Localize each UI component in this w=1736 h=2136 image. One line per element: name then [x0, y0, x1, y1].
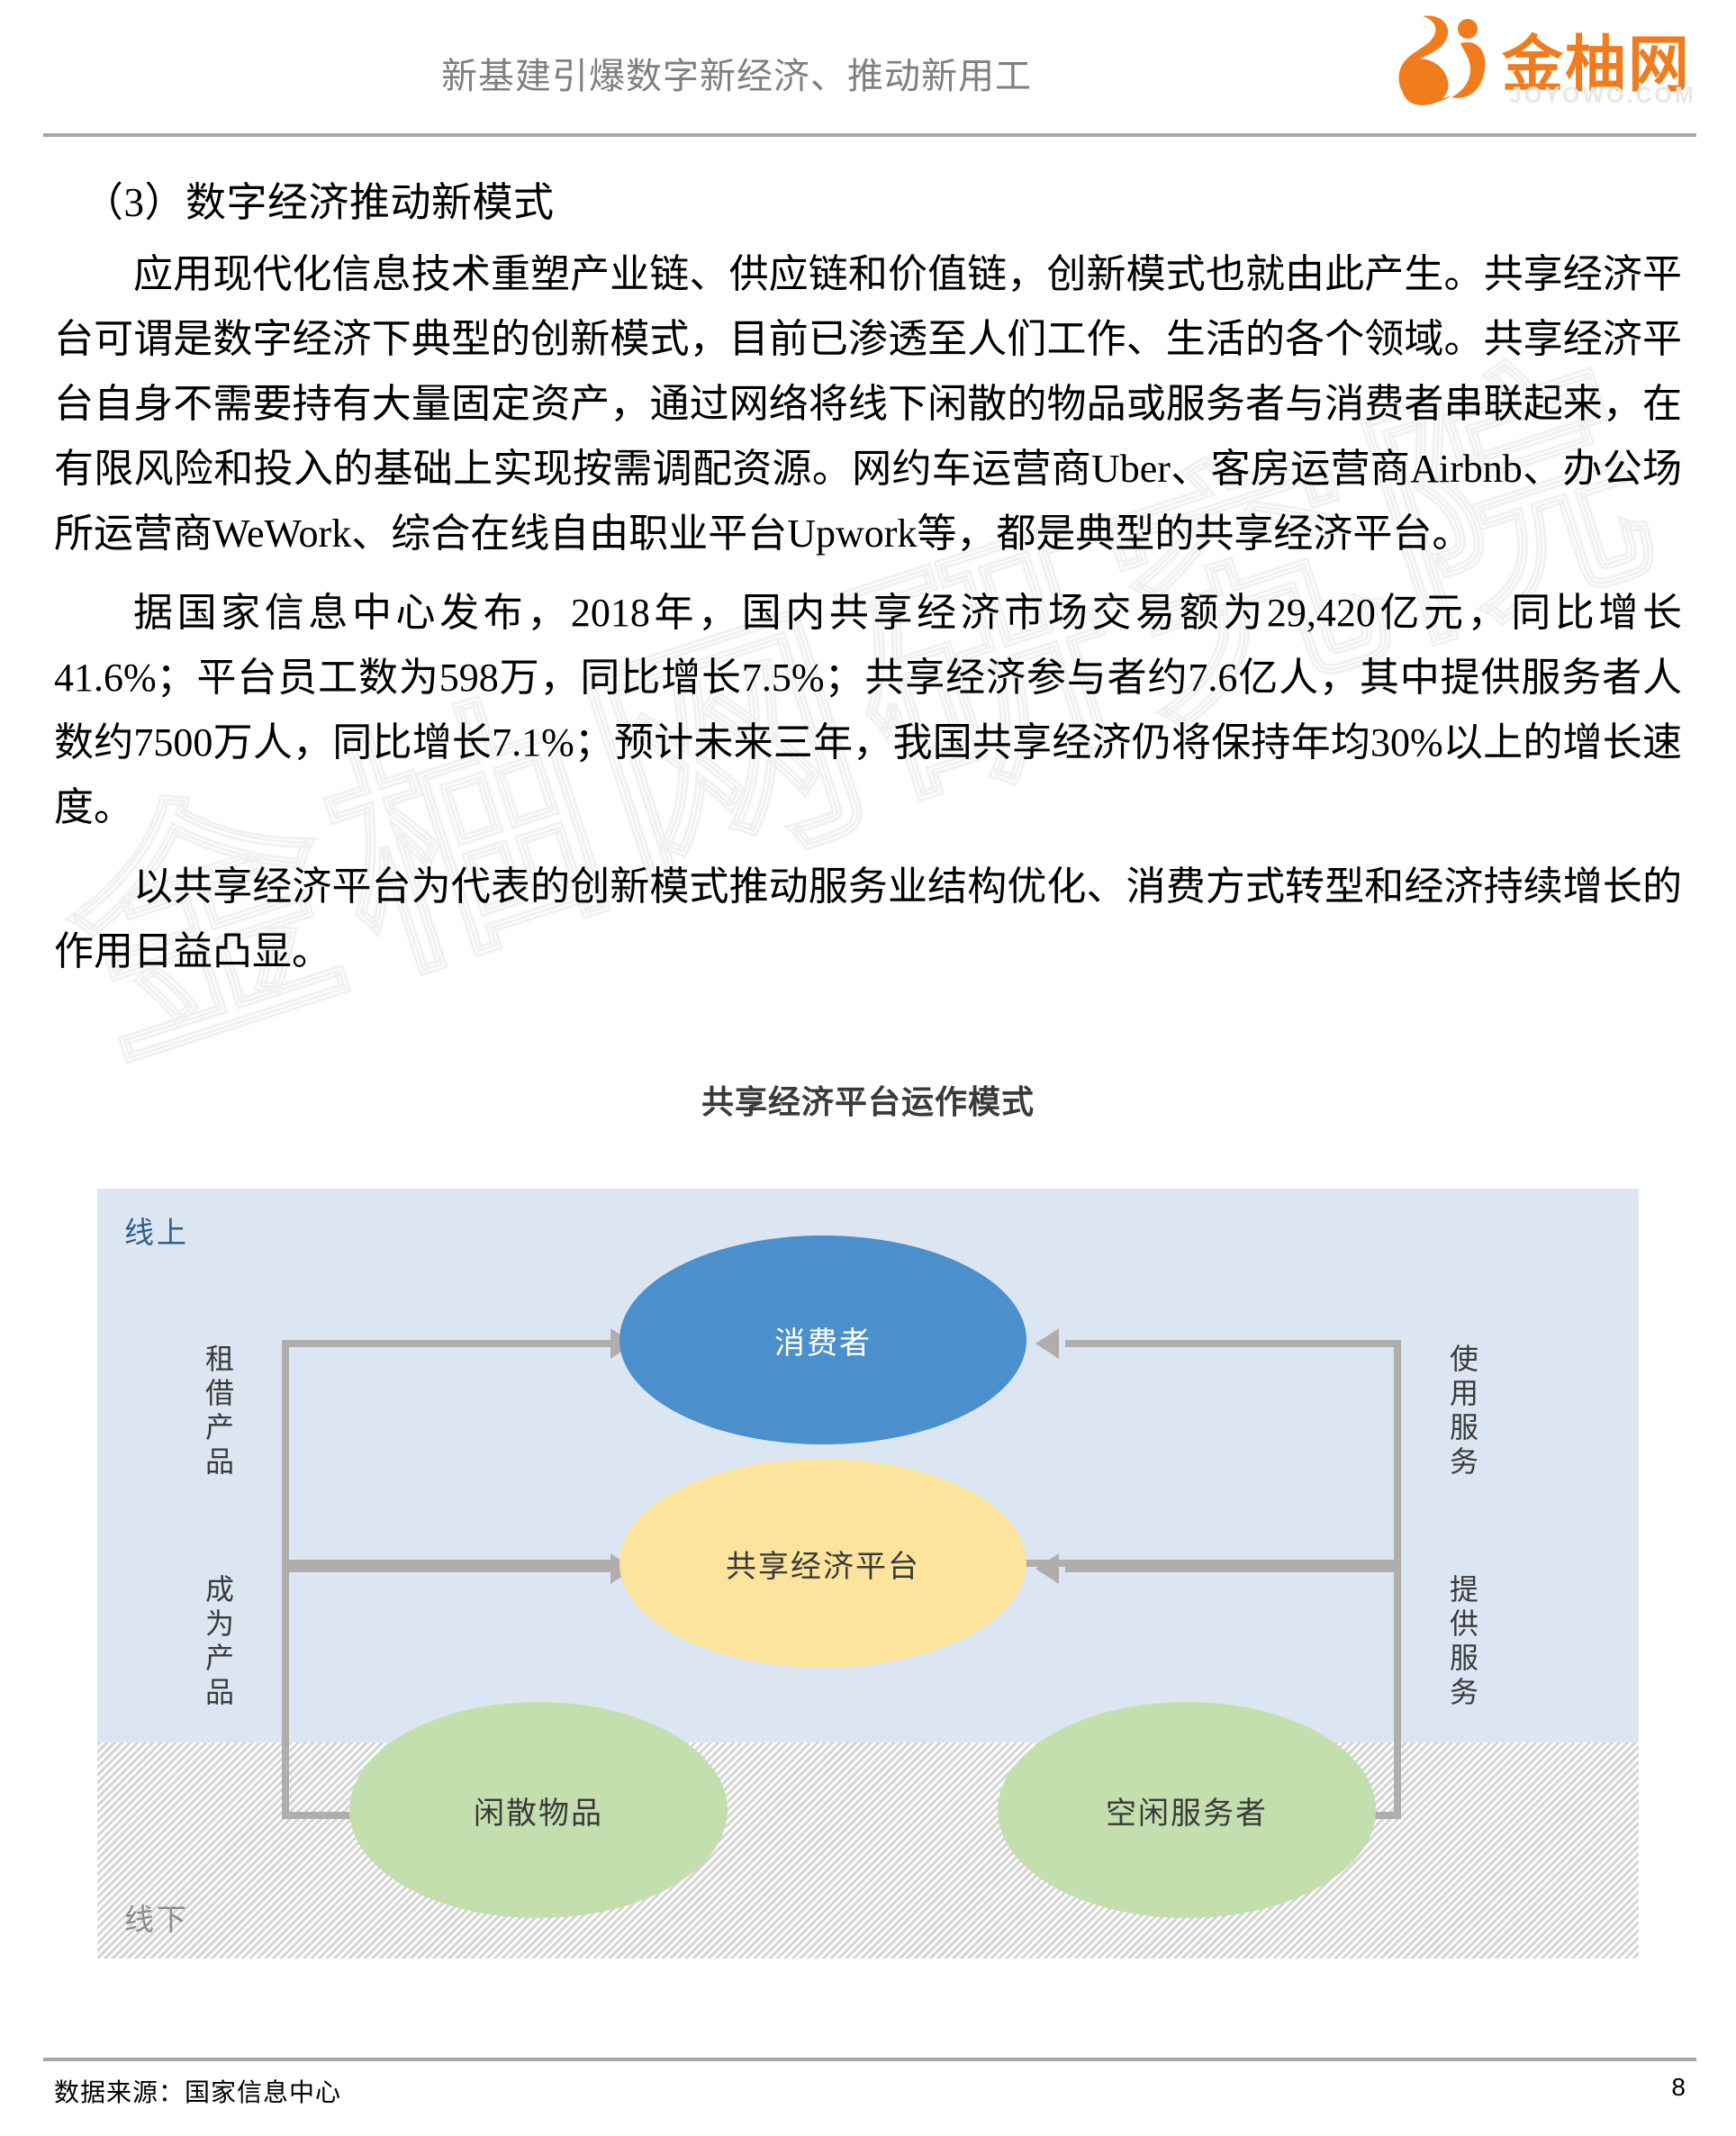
figure-block: 共享经济平台运作模式	[0, 1076, 1736, 1123]
logo-name-cn: 金柚网	[1502, 31, 1692, 99]
joyowo-mark-icon	[1398, 15, 1486, 105]
connector-rent-top	[282, 1340, 617, 1347]
connector-rent-bottom	[282, 1560, 687, 1567]
footer-divider	[43, 2058, 1696, 2061]
zone-label-offline: 线下	[124, 1903, 189, 1936]
paragraph-1: 应用现代化信息技术重塑产业链、供应链和价值链，创新模式也就由此产生。共享经济平台…	[54, 252, 1682, 556]
offline-zone-band	[97, 1742, 1639, 1959]
data-source-note: 数据来源：国家信息中心	[54, 2078, 342, 2106]
connector-become-top	[282, 1565, 617, 1572]
section-heading: （3）数字经济推动新模式	[83, 180, 555, 225]
header-divider	[43, 133, 1696, 137]
edge-label-provide-service: 提供服务	[1446, 1574, 1478, 1711]
connector-use-bottom	[993, 1560, 1401, 1567]
logo-domain: JOYOWO.COM	[1509, 83, 1696, 108]
connector-become-vertical	[282, 1565, 289, 1819]
arrow-head-use-icon	[1035, 1328, 1059, 1359]
connector-rent-vertical	[282, 1340, 289, 1567]
paragraph-2: 据国家信息中心发布，2018年，国内共享经济市场交易额为29,420亿元，同比增…	[54, 591, 1682, 829]
page-number: 8	[1671, 2073, 1686, 2101]
edge-label-use-service: 使用服务	[1446, 1344, 1478, 1480]
header-title: 新基建引爆数字新经济、推动新用工	[441, 57, 1032, 96]
connector-use-top	[1065, 1340, 1401, 1347]
connector-provide-vertical	[1394, 1565, 1401, 1819]
connector-use-vertical	[1394, 1340, 1401, 1567]
document-body: （3）数字经济推动新模式 应用现代化信息技术重塑产业链、供应链和价值链，创新模式…	[0, 135, 1736, 984]
brand-logo: 金柚网 JOYOWO.COM	[1396, 7, 1696, 115]
node-consumer: 消费者	[619, 1235, 1026, 1444]
node-platform: 共享经济平台	[619, 1459, 1026, 1668]
figure-title: 共享经济平台运作模式	[701, 1083, 1035, 1120]
node-idle-providers: 空闲服务者	[998, 1702, 1376, 1918]
connector-provide-top	[1065, 1565, 1401, 1572]
sharing-economy-diagram: 线上 线下 租借产品 使用服务 成为产品 提供服务 消费者 共享经济平台 闲散物…	[97, 1189, 1639, 1959]
zone-label-online: 线上	[124, 1216, 189, 1249]
edge-label-become-product: 成为产品	[202, 1574, 234, 1711]
node-idle-goods: 闲散物品	[349, 1702, 728, 1918]
page-header: 新基建引爆数字新经济、推动新用工 金柚网 JOYOWO.COM	[0, 0, 1736, 137]
arrow-head-provide-icon	[1035, 1553, 1059, 1584]
paragraph-3: 以共享经济平台为代表的创新模式推动服务业结构优化、消费方式转型和经济持续增长的作…	[54, 864, 1682, 973]
edge-label-rent-product: 租借产品	[202, 1344, 234, 1480]
